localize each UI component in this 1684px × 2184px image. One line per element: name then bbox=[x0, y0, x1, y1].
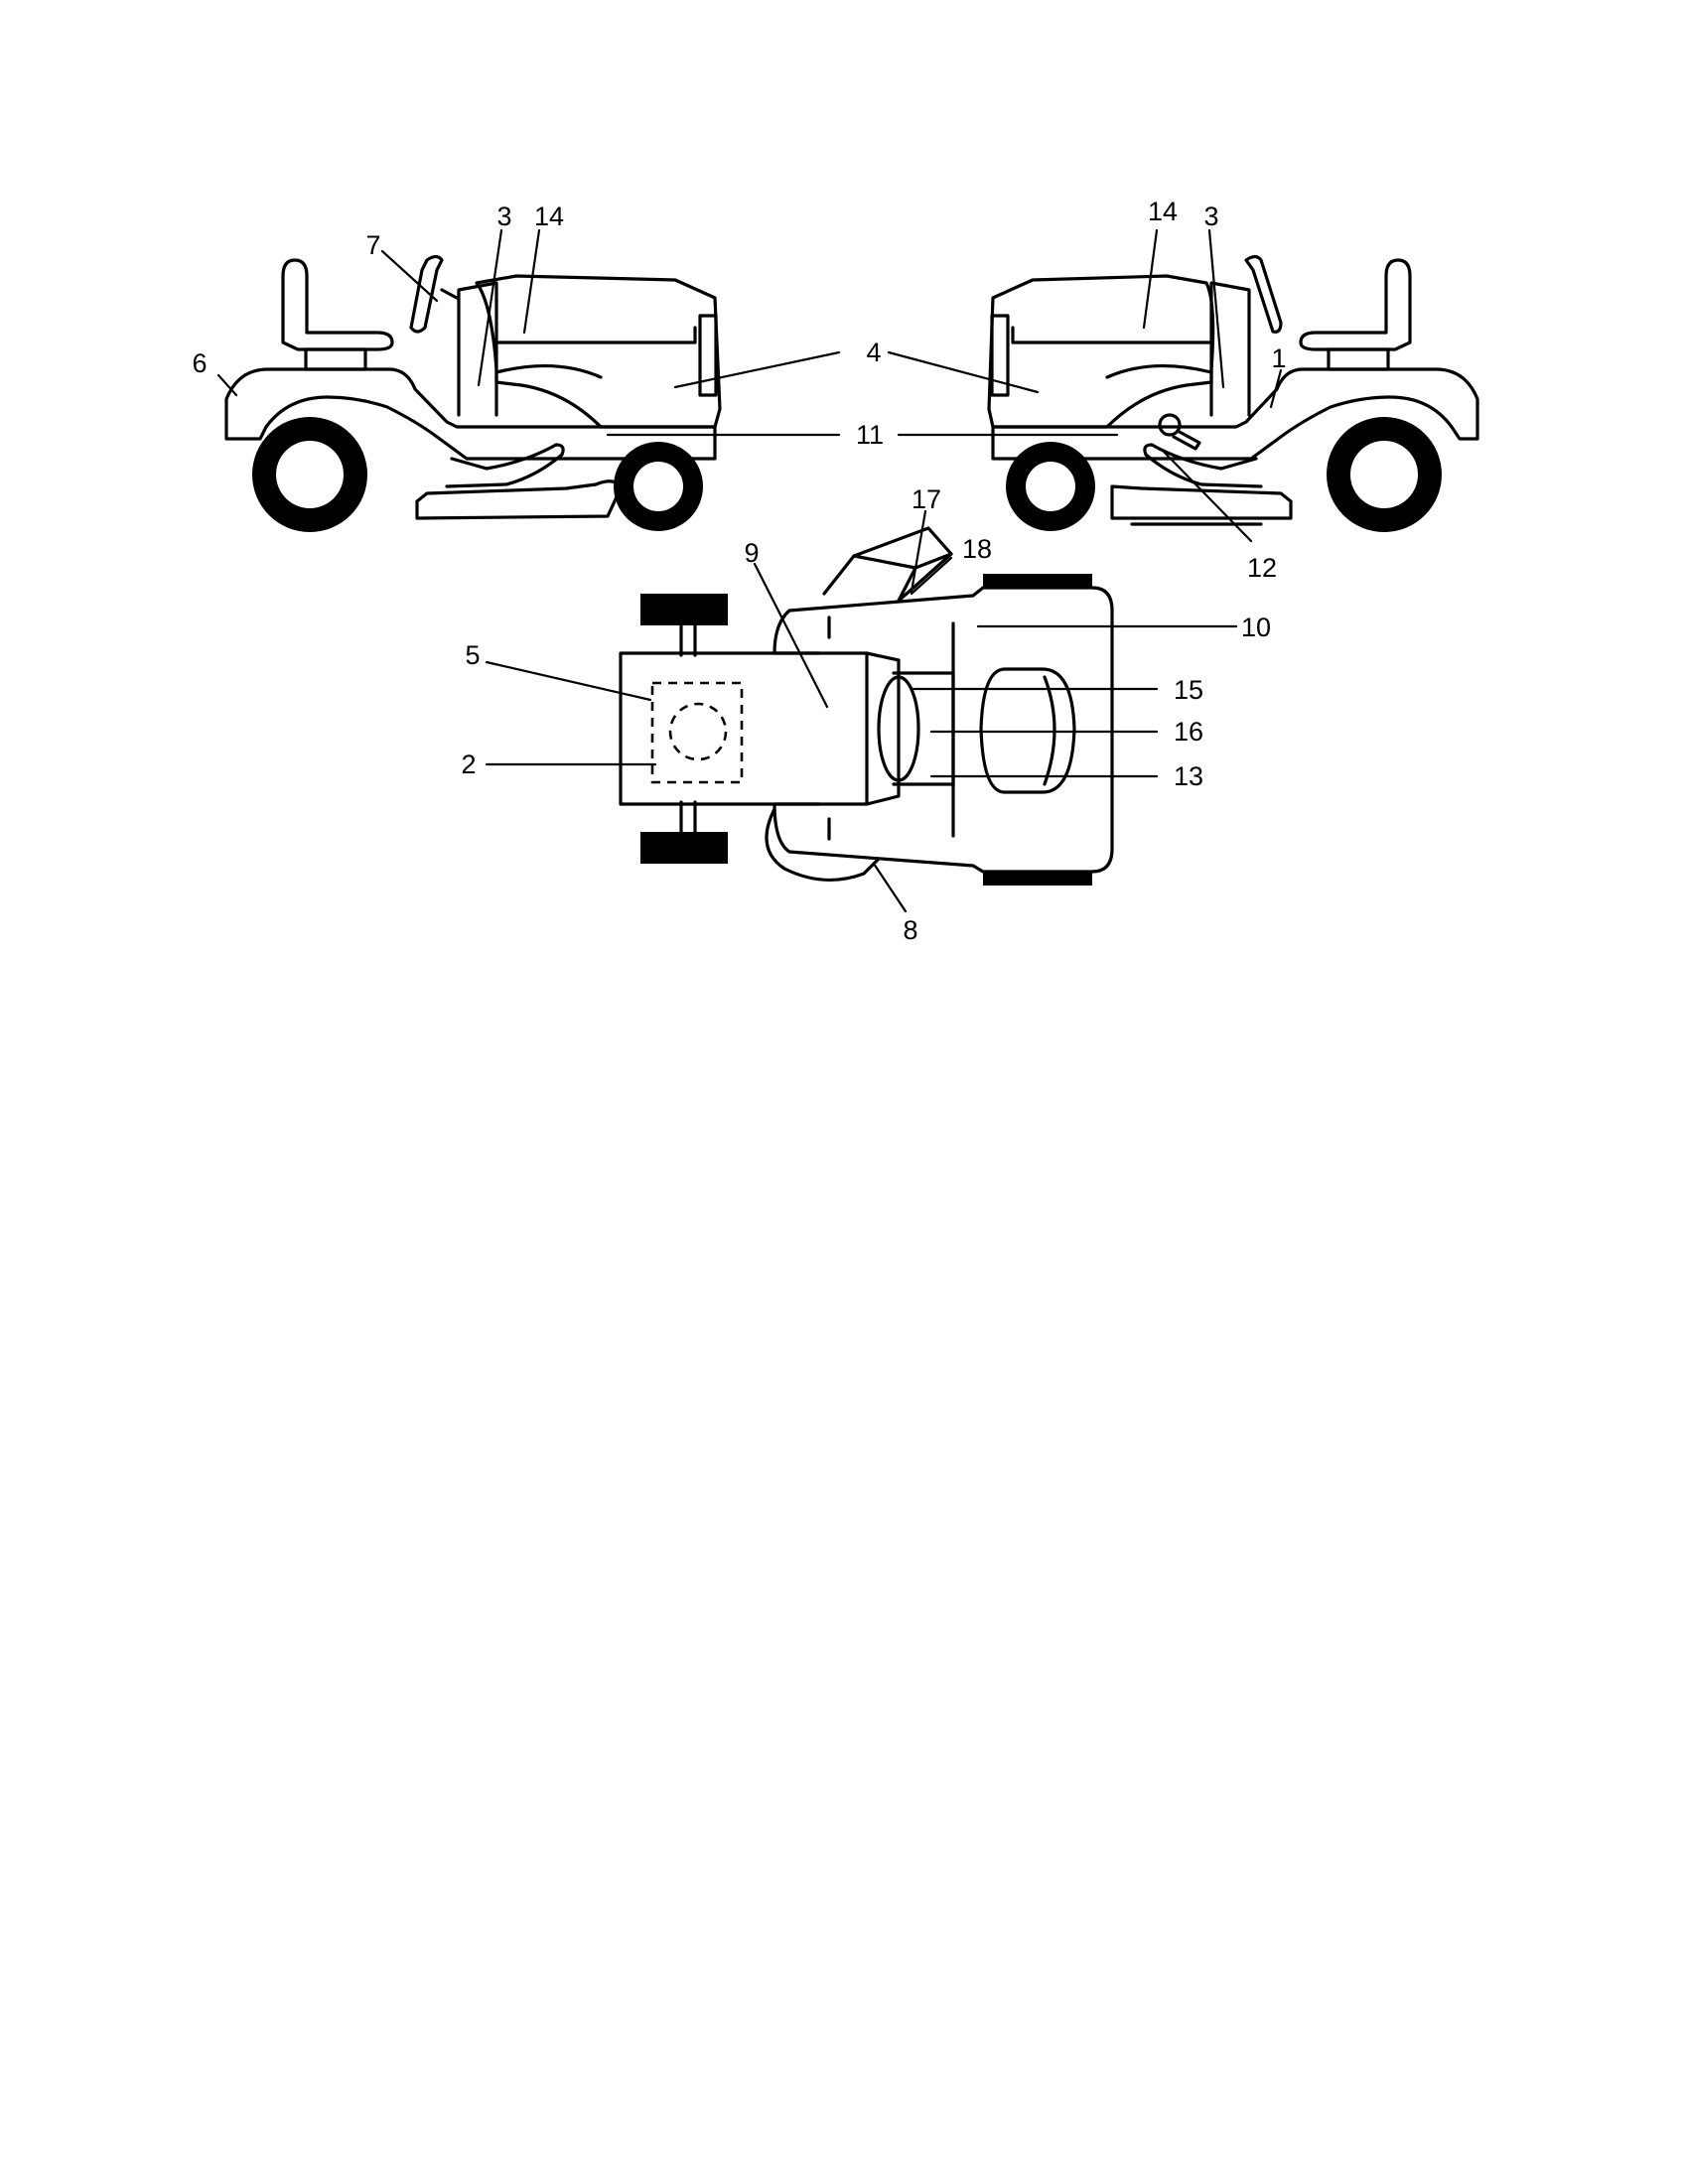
lever-handle bbox=[1172, 429, 1201, 451]
callout-10: 10 bbox=[1241, 613, 1271, 642]
engine-outline bbox=[650, 681, 744, 784]
callout-1: 1 bbox=[1271, 343, 1286, 373]
hood-contour bbox=[494, 363, 603, 379]
discharge-chute bbox=[822, 526, 953, 603]
hood bbox=[475, 274, 722, 429]
callout-17: 17 bbox=[912, 484, 941, 514]
callout-9: 9 bbox=[744, 538, 759, 568]
hood-line bbox=[494, 326, 697, 344]
callout-3: 3 bbox=[1203, 202, 1218, 231]
deck-body-top bbox=[772, 586, 1114, 874]
rear-fender bbox=[224, 367, 717, 461]
front-wheel-right bbox=[640, 832, 728, 864]
top-view-tractor bbox=[619, 526, 1114, 886]
hood bbox=[987, 274, 1215, 429]
front-axle-stubs bbox=[679, 623, 697, 834]
rear-wheel-hub bbox=[1350, 441, 1418, 508]
steering-wheel-top bbox=[877, 675, 920, 782]
callout-7: 7 bbox=[365, 230, 380, 260]
callout-8: 8 bbox=[903, 915, 917, 945]
hood-line bbox=[1011, 326, 1213, 344]
callout-11: 11 bbox=[856, 420, 884, 450]
seat-base bbox=[1327, 347, 1390, 371]
footrest bbox=[445, 443, 565, 488]
seat-base bbox=[304, 347, 367, 371]
callout-13: 13 bbox=[1174, 761, 1203, 791]
callout-14: 14 bbox=[1148, 197, 1178, 226]
callout-4: 4 bbox=[866, 338, 881, 367]
leader-lines bbox=[216, 228, 1283, 913]
left-side-view-tractor bbox=[224, 254, 722, 532]
chute-edge-2 bbox=[897, 566, 917, 603]
front-wheel-hub bbox=[1026, 462, 1075, 511]
grille bbox=[698, 314, 718, 397]
steering-wheel bbox=[1244, 254, 1283, 334]
rear-fender bbox=[991, 367, 1479, 461]
hood-contour bbox=[1105, 363, 1213, 379]
right-side-view-tractor bbox=[987, 254, 1479, 532]
callout-14: 14 bbox=[534, 202, 564, 231]
steering-column bbox=[440, 288, 459, 300]
engine-circle bbox=[668, 702, 728, 761]
callout-2: 2 bbox=[461, 750, 476, 779]
dash-panel bbox=[457, 281, 498, 417]
dash-panel bbox=[1209, 281, 1251, 417]
mulch-cover bbox=[765, 807, 881, 882]
rear-wheel-right bbox=[983, 872, 1092, 886]
seat bbox=[281, 258, 394, 351]
mower-deck bbox=[1110, 484, 1293, 520]
front-wheel-hub bbox=[633, 462, 683, 511]
callout-12: 12 bbox=[1247, 553, 1277, 583]
callout-6: 6 bbox=[192, 348, 207, 378]
rear-wheel-hub bbox=[276, 441, 344, 508]
callout-16: 16 bbox=[1174, 717, 1203, 747]
rear-wheel-left bbox=[983, 574, 1092, 588]
hood-top bbox=[619, 651, 869, 806]
callout-3: 3 bbox=[496, 202, 511, 231]
lever-knob bbox=[1158, 413, 1182, 437]
grille bbox=[990, 314, 1010, 397]
callout-5: 5 bbox=[465, 640, 480, 670]
steering-wheel bbox=[409, 254, 444, 334]
callout-18: 18 bbox=[962, 534, 992, 564]
callout-labels: 7 3 14 6 4 11 14 3 1 12 17 18 9 10 5 15 … bbox=[192, 197, 1286, 945]
dash-top bbox=[865, 651, 901, 806]
seat bbox=[1299, 258, 1412, 351]
front-wheel-left bbox=[640, 594, 728, 625]
footrest bbox=[1143, 443, 1263, 488]
seat-top bbox=[979, 667, 1076, 794]
callout-15: 15 bbox=[1174, 675, 1203, 705]
